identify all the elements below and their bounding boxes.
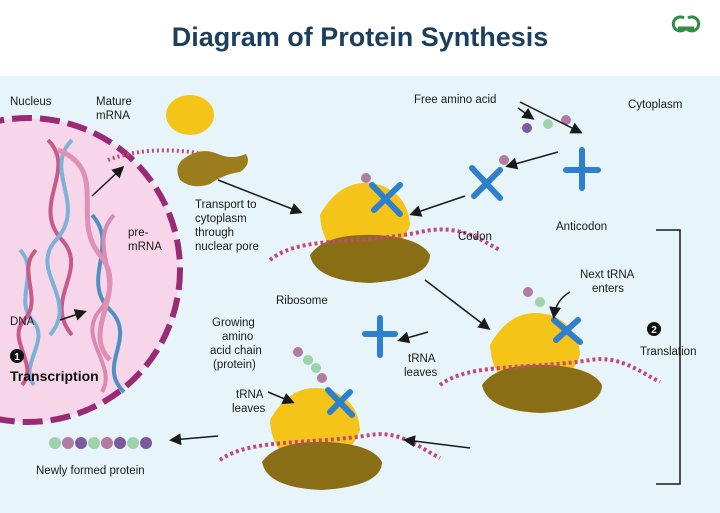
step-1-badge xyxy=(10,349,24,363)
trna-next xyxy=(551,317,583,345)
dna-helix xyxy=(16,138,126,394)
label-pre-mrna-2: mRNA xyxy=(128,241,162,253)
label-nucleus: Nucleus xyxy=(10,96,52,108)
trna-molecule-1 xyxy=(369,182,403,217)
label-transport-3: through xyxy=(195,227,234,239)
label-mature-mrna-2: mRNA xyxy=(96,110,130,122)
trna-molecule-3 xyxy=(563,147,601,191)
gfg-logo-icon xyxy=(671,15,701,33)
label-pre-mrna-1: pre- xyxy=(128,227,149,239)
header: Diagram of Protein Synthesis xyxy=(0,0,720,76)
step-2-badge xyxy=(647,322,661,336)
label-growing-1: Growing xyxy=(212,317,255,329)
trna-leaving xyxy=(362,315,398,358)
amino-acid-dot xyxy=(499,155,509,165)
label-anticodon: Anticodon xyxy=(556,221,607,233)
pre-mrna-strand xyxy=(57,147,113,362)
label-trna-leaves-mid-1: tRNA xyxy=(408,353,436,365)
nucleus xyxy=(0,115,183,425)
amino-acid-dot xyxy=(361,173,371,183)
mature-mrna-strand xyxy=(107,148,199,162)
step-1-number: 1 xyxy=(14,352,20,363)
label-newly-formed-protein: Newly formed protein xyxy=(36,465,145,477)
ribosome-2 xyxy=(438,313,661,413)
label-transport-1: Transport to xyxy=(195,199,257,211)
label-translation: Translation xyxy=(640,346,696,358)
label-codon: Codon xyxy=(458,231,492,243)
label-growing-4: (protein) xyxy=(213,359,256,371)
label-dna: DNA xyxy=(10,316,35,328)
label-trna-leaves-low-2: leaves xyxy=(232,403,265,415)
label-mature-mrna-1: Mature xyxy=(96,96,132,108)
ribosome-large-subunit-free xyxy=(166,95,214,135)
label-transport-2: cytoplasm xyxy=(195,213,247,225)
step-2-number: 2 xyxy=(651,325,657,336)
trna-ribosome-3 xyxy=(325,387,355,418)
flow-arrows xyxy=(59,101,583,449)
growing-amino-chain xyxy=(293,347,327,383)
label-growing-3: acid chain xyxy=(210,345,262,357)
translation-bracket xyxy=(656,229,681,485)
ribosome-subunit-transport xyxy=(177,151,248,187)
trna-molecule-2 xyxy=(469,165,503,201)
amino-chain-small xyxy=(523,287,545,307)
label-trna-leaves-low-1: tRNA xyxy=(236,389,264,401)
free-amino-acids xyxy=(522,115,571,133)
label-ribosome: Ribosome xyxy=(276,295,328,307)
label-growing-2: amino xyxy=(222,331,253,343)
label-trna-leaves-mid-2: leaves xyxy=(404,367,437,379)
label-transport-4: nuclear pore xyxy=(195,241,259,253)
label-next-trna-2: enters xyxy=(592,283,624,295)
newly-formed-protein-chain xyxy=(49,437,152,449)
label-cytoplasm: Cytoplasm xyxy=(628,99,682,111)
page-title: Diagram of Protein Synthesis xyxy=(171,22,549,52)
label-free-amino-acid: Free amino acid xyxy=(414,94,496,106)
label-next-trna-1: Next tRNA xyxy=(580,269,635,281)
label-transcription: Transcription xyxy=(10,368,99,384)
